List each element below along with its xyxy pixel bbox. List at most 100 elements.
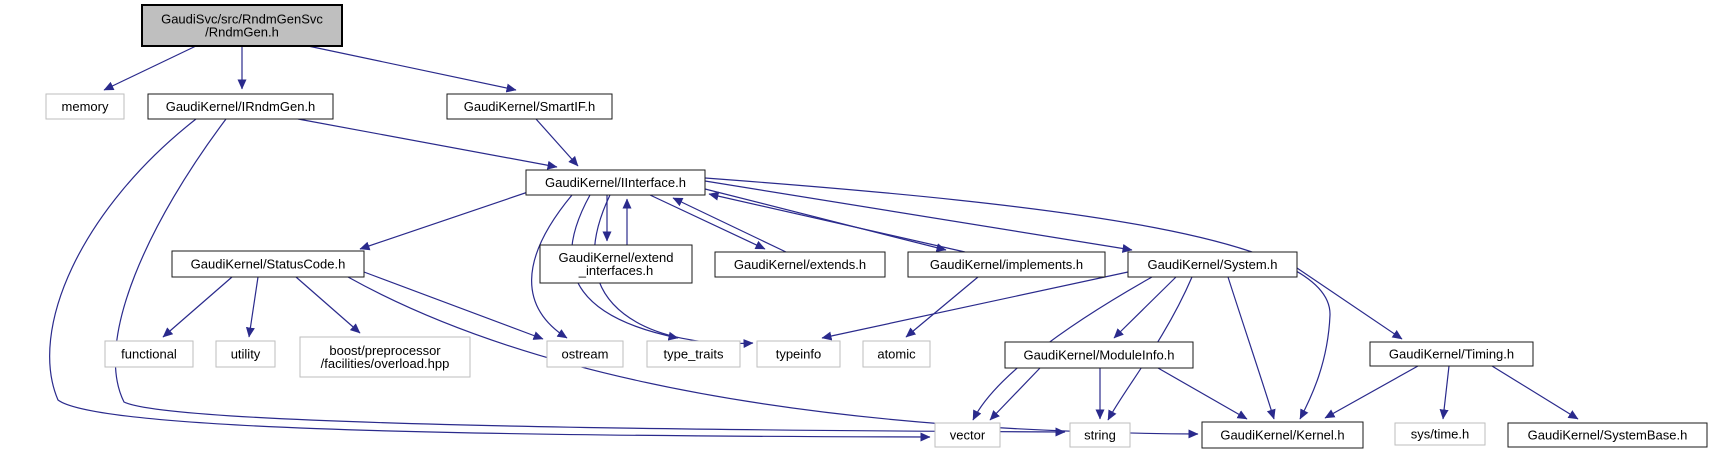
edge-iinterface-ostream bbox=[531, 194, 573, 339]
node-label-boost-line2: /facilities/overload.hpp bbox=[321, 356, 450, 371]
node-timing[interactable]: GaudiKernel/Timing.h bbox=[1369, 341, 1534, 367]
node-box-ostream bbox=[546, 340, 624, 368]
edge-moduleinfo-vector bbox=[989, 367, 1041, 421]
edge-rndmgen-memory bbox=[103, 45, 197, 91]
node-label-utility: utility bbox=[231, 347, 261, 362]
node-label-moduleinfo: GaudiKernel/ModuleInfo.h bbox=[1023, 348, 1174, 363]
edge-iinterface-statuscode bbox=[359, 191, 529, 251]
node-box-typetraits bbox=[646, 340, 741, 368]
node-label-extends: GaudiKernel/extends.h bbox=[734, 257, 866, 272]
edge-statuscode-boost bbox=[295, 276, 361, 334]
edge-irndmgen-vector bbox=[49, 118, 931, 442]
node-label-systime: sys/time.h bbox=[1411, 427, 1470, 442]
node-label-boost-line1: boost/preprocessor bbox=[329, 343, 441, 358]
edge-timing-systime bbox=[1439, 365, 1450, 420]
node-atomic: atomic bbox=[862, 340, 931, 368]
node-label-memory: memory bbox=[62, 99, 109, 114]
edge-irndmgen-string bbox=[114, 118, 1066, 437]
node-label-atomic: atomic bbox=[877, 347, 916, 362]
node-label-irndmgen: GaudiKernel/IRndmGen.h bbox=[166, 99, 316, 114]
node-box-moduleinfo[interactable] bbox=[1004, 341, 1194, 369]
edge-timing-kernel bbox=[1324, 365, 1419, 419]
edge-statuscode-kernel bbox=[347, 276, 1199, 439]
edge-system-kernel bbox=[1227, 276, 1276, 420]
node-label-system: GaudiKernel/System.h bbox=[1147, 257, 1277, 272]
node-box-systembase[interactable] bbox=[1507, 422, 1708, 448]
edge-implements-iinterface bbox=[708, 191, 966, 253]
node-label-typeinfo: typeinfo bbox=[776, 347, 822, 362]
edge-iinterface-implements bbox=[704, 188, 947, 253]
node-box-functional bbox=[104, 340, 194, 368]
edge-system-typeinfo bbox=[821, 271, 1129, 341]
edge-moduleinfo-kernel bbox=[1157, 367, 1248, 420]
node-moduleinfo[interactable]: GaudiKernel/ModuleInfo.h bbox=[1004, 341, 1194, 369]
node-label-timing: GaudiKernel/Timing.h bbox=[1389, 347, 1514, 362]
node-smartif[interactable]: GaudiKernel/SmartIF.h bbox=[446, 93, 613, 120]
node-boost: boost/preprocessor/facilities/overload.h… bbox=[299, 336, 471, 378]
node-box-boost bbox=[299, 336, 471, 378]
node-statuscode[interactable]: GaudiKernel/StatusCode.h bbox=[171, 250, 365, 278]
node-box-kernel[interactable] bbox=[1201, 421, 1364, 449]
node-label-statuscode: GaudiKernel/StatusCode.h bbox=[191, 257, 346, 272]
node-label-rndmgen-line1: GaudiSvc/src/RndmGenSvc bbox=[161, 12, 323, 27]
node-box-atomic bbox=[862, 340, 931, 368]
node-label-typetraits: type_traits bbox=[664, 347, 724, 362]
node-box-string bbox=[1069, 422, 1131, 448]
node-label-implements: GaudiKernel/implements.h bbox=[930, 257, 1083, 272]
node-iinterface[interactable]: GaudiKernel/IInterface.h bbox=[525, 169, 706, 196]
edge-irndmgen-iinterface bbox=[297, 118, 558, 170]
edge-timing-systembase bbox=[1491, 365, 1579, 420]
node-label-rndmgen-line2: /RndmGen.h bbox=[205, 25, 279, 40]
node-box-statuscode[interactable] bbox=[171, 250, 365, 278]
node-memory: memory bbox=[45, 93, 125, 120]
node-box-utility bbox=[215, 340, 276, 368]
node-label-vector: vector bbox=[950, 428, 986, 443]
node-rndmgen[interactable]: GaudiSvc/src/RndmGenSvc/RndmGen.h bbox=[141, 4, 343, 47]
edge-statuscode-utility bbox=[245, 276, 259, 338]
node-label-extendif-line2: _interfaces.h bbox=[578, 263, 653, 278]
node-label-iinterface: GaudiKernel/IInterface.h bbox=[545, 175, 686, 190]
edges-layer bbox=[49, 45, 1579, 442]
node-irndmgen[interactable]: GaudiKernel/IRndmGen.h bbox=[147, 93, 334, 120]
edge-statuscode-functional bbox=[162, 276, 233, 338]
node-kernel[interactable]: GaudiKernel/Kernel.h bbox=[1201, 421, 1364, 449]
node-box-extends[interactable] bbox=[714, 251, 886, 278]
node-box-iinterface[interactable] bbox=[525, 169, 706, 196]
edge-system-timing bbox=[1296, 267, 1403, 340]
node-label-string: string bbox=[1084, 428, 1116, 443]
node-vector: vector bbox=[934, 422, 1001, 448]
node-typetraits: type_traits bbox=[646, 340, 741, 368]
node-utility: utility bbox=[215, 340, 276, 368]
node-box-systime bbox=[1394, 422, 1486, 446]
edge-iinterface-typetraits bbox=[570, 194, 679, 341]
node-box-smartif[interactable] bbox=[446, 93, 613, 120]
edge-rndmgen-smartif bbox=[307, 45, 517, 93]
node-box-timing[interactable] bbox=[1369, 341, 1534, 367]
node-system[interactable]: GaudiKernel/System.h bbox=[1127, 251, 1298, 278]
edge-statuscode-ostream bbox=[363, 271, 544, 340]
node-box-memory bbox=[45, 93, 125, 120]
node-extendif[interactable]: GaudiKernel/extend_interfaces.h bbox=[539, 244, 693, 284]
node-box-rndmgen[interactable] bbox=[141, 4, 343, 47]
node-implements[interactable]: GaudiKernel/implements.h bbox=[907, 251, 1106, 278]
node-extends[interactable]: GaudiKernel/extends.h bbox=[714, 251, 886, 278]
edge-implements-atomic bbox=[905, 276, 979, 338]
node-typeinfo: typeinfo bbox=[756, 340, 841, 368]
node-label-ostream: ostream bbox=[562, 347, 609, 362]
node-systime: sys/time.h bbox=[1394, 422, 1486, 446]
node-box-irndmgen[interactable] bbox=[147, 93, 334, 120]
node-box-implements[interactable] bbox=[907, 251, 1106, 278]
node-label-systembase: GaudiKernel/SystemBase.h bbox=[1528, 428, 1688, 443]
node-systembase[interactable]: GaudiKernel/SystemBase.h bbox=[1507, 422, 1708, 448]
node-box-system[interactable] bbox=[1127, 251, 1298, 278]
node-ostream: ostream bbox=[546, 340, 624, 368]
edge-smartif-iinterface bbox=[535, 118, 579, 167]
node-functional: functional bbox=[104, 340, 194, 368]
edge-iinterface-system bbox=[704, 180, 1133, 253]
node-label-functional: functional bbox=[121, 347, 177, 362]
node-box-extendif[interactable] bbox=[539, 244, 693, 284]
